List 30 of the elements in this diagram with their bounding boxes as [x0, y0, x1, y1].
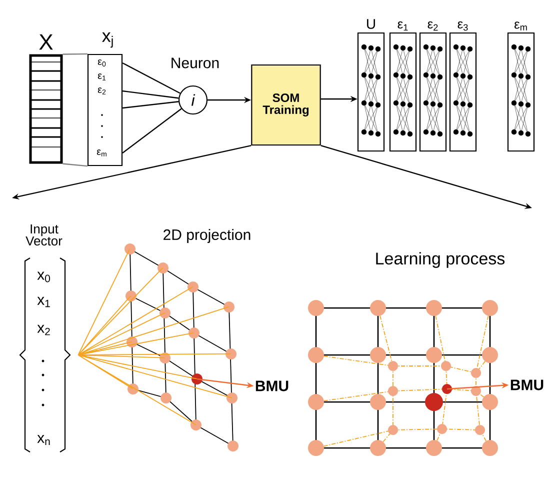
connector-line: [122, 101, 179, 109]
bmu-label: BMU: [510, 380, 544, 390]
node-label: ε$_{1}$: [98, 74, 106, 80]
grid-title: Learning process: [376, 252, 505, 268]
vector-label: X: [39, 34, 53, 50]
process-box: SOM Training: [251, 64, 321, 146]
connector-line: [122, 108, 182, 154]
node-label: ε$_{2}$: [98, 88, 106, 94]
bmu-label: BMU: [256, 380, 288, 392]
panel-label: U: [367, 19, 375, 29]
panel-label: ε$_{m}$: [514, 22, 527, 30]
vector-entry: x$_{0}$: [37, 272, 50, 282]
connector-line: [62, 163, 88, 167]
vector-entry: x$_{n}$: [37, 434, 50, 446]
connector-line: [122, 62, 180, 94]
vector-box: ε$_{0}$ ε$_{1}$ ε$_{2}$ ε$_{m}$: [87, 54, 123, 166]
vector-label: x$_{j}$: [102, 32, 113, 48]
panel-label: ε$_{2}$: [428, 21, 438, 31]
vector-entry: x$_{2}$: [37, 324, 50, 336]
vector-heading: Input Vector: [26, 224, 62, 246]
grid-title: 2D projection: [164, 229, 250, 243]
panel-label: ε$_{1}$: [398, 21, 408, 31]
neuron-label: Neuron: [172, 58, 219, 68]
connector-line: [122, 90, 179, 99]
node-label: ε$_{0}$: [98, 60, 106, 66]
fan-lines: [78, 248, 232, 426]
panel-label: ε$_{3}$: [458, 21, 468, 31]
node-label: ε$_{m}$: [96, 150, 106, 156]
connector-line: [62, 53, 88, 55]
vector-entry: x$_{1}$: [37, 296, 50, 308]
